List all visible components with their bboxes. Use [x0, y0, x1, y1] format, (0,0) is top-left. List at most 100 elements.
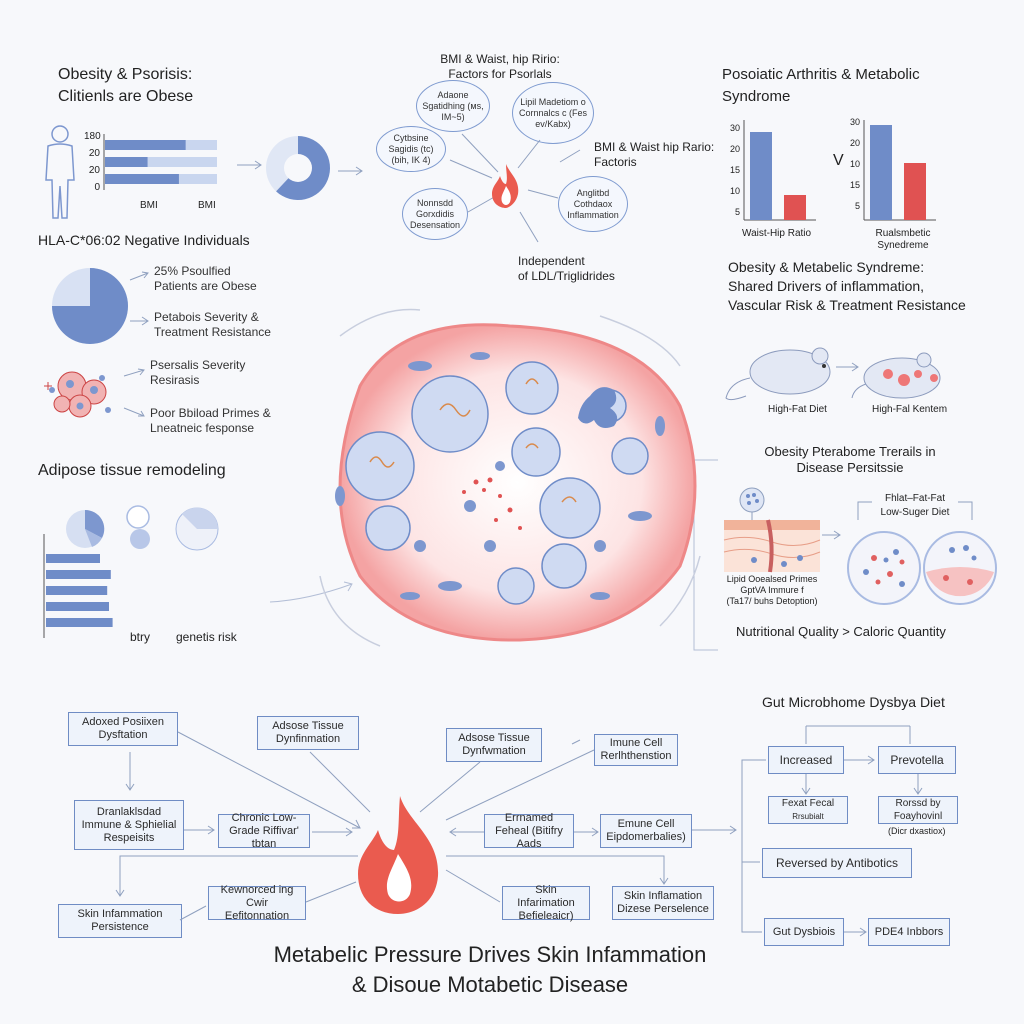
gut-title: Gut Microbhome Dysbya Diet: [762, 694, 945, 710]
bar-track: [105, 157, 217, 167]
mini-pie-icon: [66, 509, 105, 548]
bar: [105, 140, 186, 150]
flow-box-adipose-2: Adsose Tissue Dynfwmation: [446, 728, 542, 762]
gut-box-prevotella: Prevotella: [878, 746, 956, 774]
tick-label: 15: [849, 180, 860, 190]
flow-box-immune-1: Imune Cell Rerlhthenstion: [594, 734, 678, 766]
obesity-title: Obesity & Psorisis:: [58, 66, 193, 83]
flow-box-skin-inflammation: Skin Infarimation Befieleaicr): [502, 884, 590, 922]
oval-inflammation: Anglitbd Cothdaox Inflammation: [558, 176, 628, 232]
arrow-right-icon: [237, 160, 262, 170]
bar: [870, 125, 892, 220]
psoriasis-line: Psersalis Severity: [150, 358, 246, 372]
adipose-bar-chart: [43, 534, 113, 638]
flow-box-immune-epithelial: Dranlaklsdad Immune & Sphielial Respeisi…: [74, 800, 184, 850]
flow-box-skin-persistence: Skin Infammation Persistence: [58, 904, 182, 938]
nutrition-label: Nutritional Quality > Caloric Quantity: [736, 624, 946, 639]
mouse-icon: [725, 347, 831, 401]
x-label-bmi: BMI: [140, 200, 158, 211]
adipose-tissue-illustration: [319, 308, 701, 647]
flow-box-immune-2: Emune Cell Eipdomerbalies): [600, 814, 692, 848]
waist-hip-bar-chart: [743, 120, 816, 221]
shared-drivers-text: Obesity & Metabelic Syndreme: Shared Dri…: [728, 258, 966, 315]
pie-label-line: Patients are Obese: [154, 279, 257, 293]
versus-label: V: [833, 152, 844, 169]
gut-box-increased: Increased: [768, 746, 844, 774]
oval-cytokine: Cytbsine Sagidis (tc) (bih, IK 4): [376, 126, 446, 172]
lipid-line: Lipid Ooealsed Primes: [726, 574, 818, 584]
gut-box-dysbiosis: Gut Dysbiois: [764, 918, 844, 946]
bar: [750, 132, 772, 220]
gut-box-antibiotics: Reversed by Antibotics: [762, 848, 912, 878]
bar: [46, 570, 111, 579]
diet-line: Low-Suger Diet: [880, 507, 950, 518]
tick-label: 10: [729, 186, 740, 196]
shared-line: Vascular Risk & Treatment Resistance: [728, 297, 966, 313]
tick-label: 20: [729, 144, 740, 154]
oval-lipid: Lipil Madetiom o Cornnalcs c (Fes ev/Kab…: [512, 82, 594, 144]
bar-ticks: 180 20 20 0: [84, 128, 101, 196]
tick-label: 5: [734, 207, 740, 217]
bmi-title-line: BMI & Waist, hip Ririo:: [440, 52, 560, 66]
shared-line: Obesity & Metabelic Syndreme:: [728, 259, 925, 275]
petri-dish-icon: [923, 531, 997, 605]
arrow-icon: [130, 316, 149, 326]
pie-label: 25% Psoulfied Patients are Obese: [154, 264, 257, 294]
hla-pie-slice: [52, 268, 128, 344]
tick-label: 180: [84, 131, 101, 142]
persist-line: Obesity Pterabome Trerails in: [764, 444, 936, 459]
rorsed-line: Foayhovinl: [893, 811, 943, 822]
arrow-icon: [123, 368, 145, 377]
poor-response-label: Poor Bbiload Primes & Lneatneic fesponse: [150, 406, 271, 436]
bar: [46, 602, 109, 611]
psa-title-line: Posoiatic Arthritis & Metabolic: [722, 66, 920, 83]
independent-label: Independent of LDL/Triglidrides: [518, 254, 615, 284]
bar: [105, 174, 179, 184]
adipose-title: Adipose tissue remodeling: [38, 462, 226, 479]
bmi-bar-chart: [103, 134, 217, 190]
waist-hip-label: Waist-Hip Ratio: [742, 228, 812, 239]
poor-line: Poor Bbiload Primes &: [150, 406, 271, 420]
severity-line: Petabois Severity &: [154, 310, 259, 324]
tick-label: 5: [854, 201, 860, 211]
obesity-subtitle: Clitienls are Obese: [58, 88, 194, 105]
bar: [784, 195, 806, 220]
persistence-title: Obesity Pterabome Trerails in Disease Pe…: [720, 444, 980, 476]
adipocyte-cluster-icon: [44, 371, 111, 418]
mouse-label-hfd: High-Fat Diet: [768, 404, 827, 415]
lipid-label: Lipid Ooealsed Primes GptVA Immure f (Ta…: [720, 574, 824, 607]
mouse-label-kentem: High-Fal Kentem: [872, 404, 948, 415]
tick-label: 30: [849, 117, 860, 127]
diet-duration-label: (Dicr dxastiox): [888, 826, 946, 836]
adipose-label-right: genetis risk: [176, 630, 237, 644]
tick-label: 30: [729, 123, 740, 133]
metabolic-line: Rualsmbetic: [875, 228, 931, 239]
main-caption: Metabelic Pressure Drives Skin Infammati…: [220, 940, 760, 1000]
oval-adaone: Adaone Sgatidhing (ᴍs, IM~5): [416, 80, 490, 132]
lipid-line: (Ta17/ buhs Detoption): [726, 596, 818, 606]
gut-box-pde4: PDE4 Inbbors: [868, 918, 950, 946]
independent-line: Independent: [518, 254, 585, 268]
tick-label: 15: [729, 165, 740, 175]
arrow-icon: [123, 407, 145, 417]
arrow-right-icon: [822, 530, 841, 540]
adipose-label-left: btry: [130, 630, 151, 644]
tick-label: 20: [88, 148, 100, 159]
arrow-right-icon: [269, 581, 353, 603]
obesity-donut-chart: [266, 136, 330, 200]
flow-box-errnamed: Errnamed Feheal (Bitifry Aads: [484, 812, 574, 850]
central-flame-icon: [358, 796, 439, 914]
psa-title-line: Syndrome: [722, 88, 791, 105]
bar: [105, 157, 148, 167]
metabolic-bar-chart: [863, 120, 936, 221]
metabolic-line: Synedreme: [877, 240, 929, 251]
flow-box-adipose-1: Adsose Tissue Dynfinmation: [257, 716, 359, 750]
caption-line: & Disoue Motabetic Disease: [351, 972, 629, 997]
tick-label: 20: [88, 165, 100, 176]
severity-label: Petabois Severity & Treatment Resistance: [154, 310, 271, 340]
arrow-icon: [129, 271, 149, 281]
cluster-arrows: [449, 133, 581, 243]
mini-pie-icon: [175, 507, 219, 551]
